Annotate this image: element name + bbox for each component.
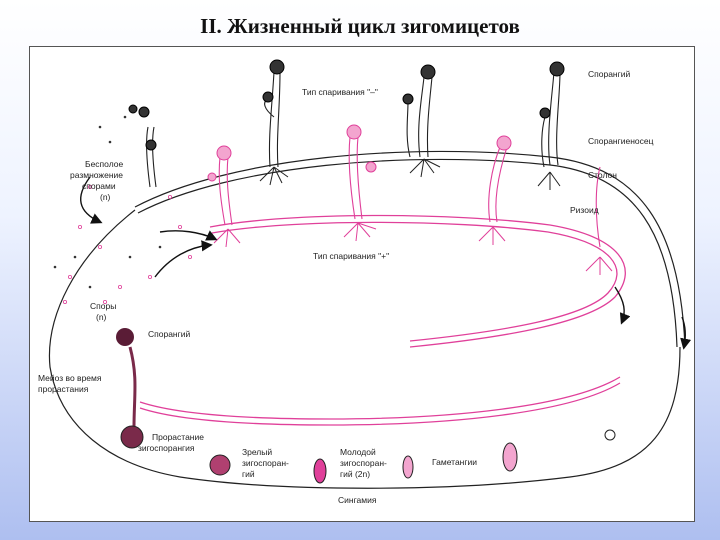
zygosporangia <box>209 429 616 484</box>
label-spores-2: (n) <box>96 312 107 322</box>
label-mating-minus: Тип спаривания "–" <box>302 87 378 97</box>
label-germination-1: Прорастание <box>152 432 204 442</box>
label-meiosis-2: прорастания <box>38 384 89 394</box>
label-spores-1: Споры <box>90 301 116 311</box>
label-stolon: Столон <box>588 170 617 180</box>
label-mature-2: зигоспоран- <box>242 458 289 468</box>
label-asexual-1: Бесполое <box>85 159 123 169</box>
label-sporangiophore: Спорангиеносец <box>588 136 654 146</box>
germinating-sporangium <box>116 328 144 449</box>
spores <box>63 184 192 304</box>
minus-strain-hyphae <box>146 71 561 188</box>
label-sporangium-left: Спорангий <box>148 329 190 339</box>
label-meiosis-1: Мейоз во время <box>38 373 102 383</box>
page-title: II. Жизненный цикл зигомицетов <box>200 14 520 38</box>
label-sporangium-top: Спорангий <box>588 69 630 79</box>
label-asexual-3: спорами <box>82 181 116 191</box>
label-gametangia: Гаметангии <box>432 457 477 467</box>
label-asexual-4: (n) <box>100 192 111 202</box>
label-young-3: гий (2n) <box>340 469 370 479</box>
label-young-2: зигоспоран- <box>340 458 387 468</box>
minus-sporangia <box>128 59 565 151</box>
plus-sporangia <box>207 124 512 182</box>
label-asexual-2: размножение <box>70 170 123 180</box>
label-mature-3: гий <box>242 469 255 479</box>
plus-strain-hyphae <box>218 136 601 248</box>
cycle-outer-black <box>48 150 686 489</box>
cycle-arrows <box>80 176 692 350</box>
label-germination-2: зигоспорангия <box>138 443 195 453</box>
minus-rhizoids <box>259 158 561 190</box>
cycle-inner-pink <box>139 214 626 426</box>
label-syngamy: Сингамия <box>338 495 377 505</box>
label-mating-plus: Тип спаривания "+" <box>313 251 389 261</box>
label-mature-1: Зрелый <box>242 447 272 457</box>
spores-dark <box>53 115 162 289</box>
label-rhizoid: Ризоид <box>570 205 599 215</box>
plus-rhizoids <box>213 222 613 275</box>
life-cycle-diagram: Спорангий Спорангиеносец Столон Ризоид Т… <box>29 46 695 522</box>
label-young-1: Молодой <box>340 447 376 457</box>
